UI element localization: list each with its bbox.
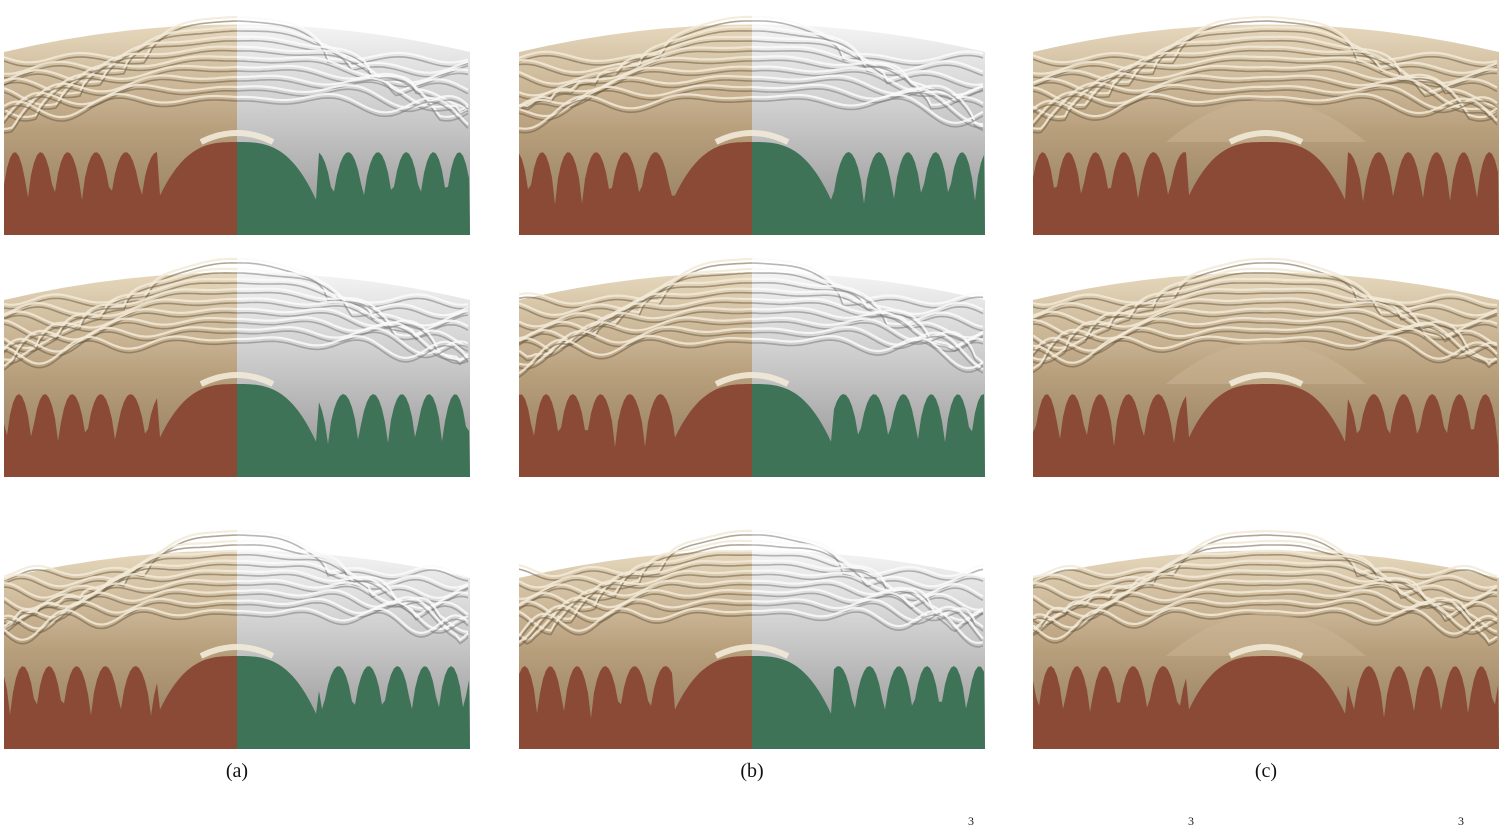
superscript: 3 [1188,814,1194,825]
cropped-caption-line: 3 3 3 [0,812,1501,825]
panel-c-row-1 [1033,2,1499,235]
surface-render [519,516,985,749]
surface-render [1033,244,1499,477]
caption-b: (b) [740,760,764,782]
surface-render [519,2,985,235]
panel-a-row-3 [4,516,470,749]
surface-render [1033,516,1499,749]
panel-b-row-3 [519,516,985,749]
caption-a: (a) [225,760,249,782]
surface-render [1033,2,1499,235]
panel-a-row-2 [4,244,470,477]
superscript: 3 [1458,814,1464,825]
panel-c-row-3 [1033,516,1499,749]
panel-b-row-2 [519,244,985,477]
surface-render [4,244,470,477]
panel-b-row-1 [519,2,985,235]
surface-render [4,2,470,235]
surface-render [4,516,470,749]
surface-render [519,244,985,477]
panel-a-row-1 [4,2,470,235]
caption-c: (c) [1254,760,1278,782]
superscript: 3 [968,814,974,825]
panel-c-row-2 [1033,244,1499,477]
